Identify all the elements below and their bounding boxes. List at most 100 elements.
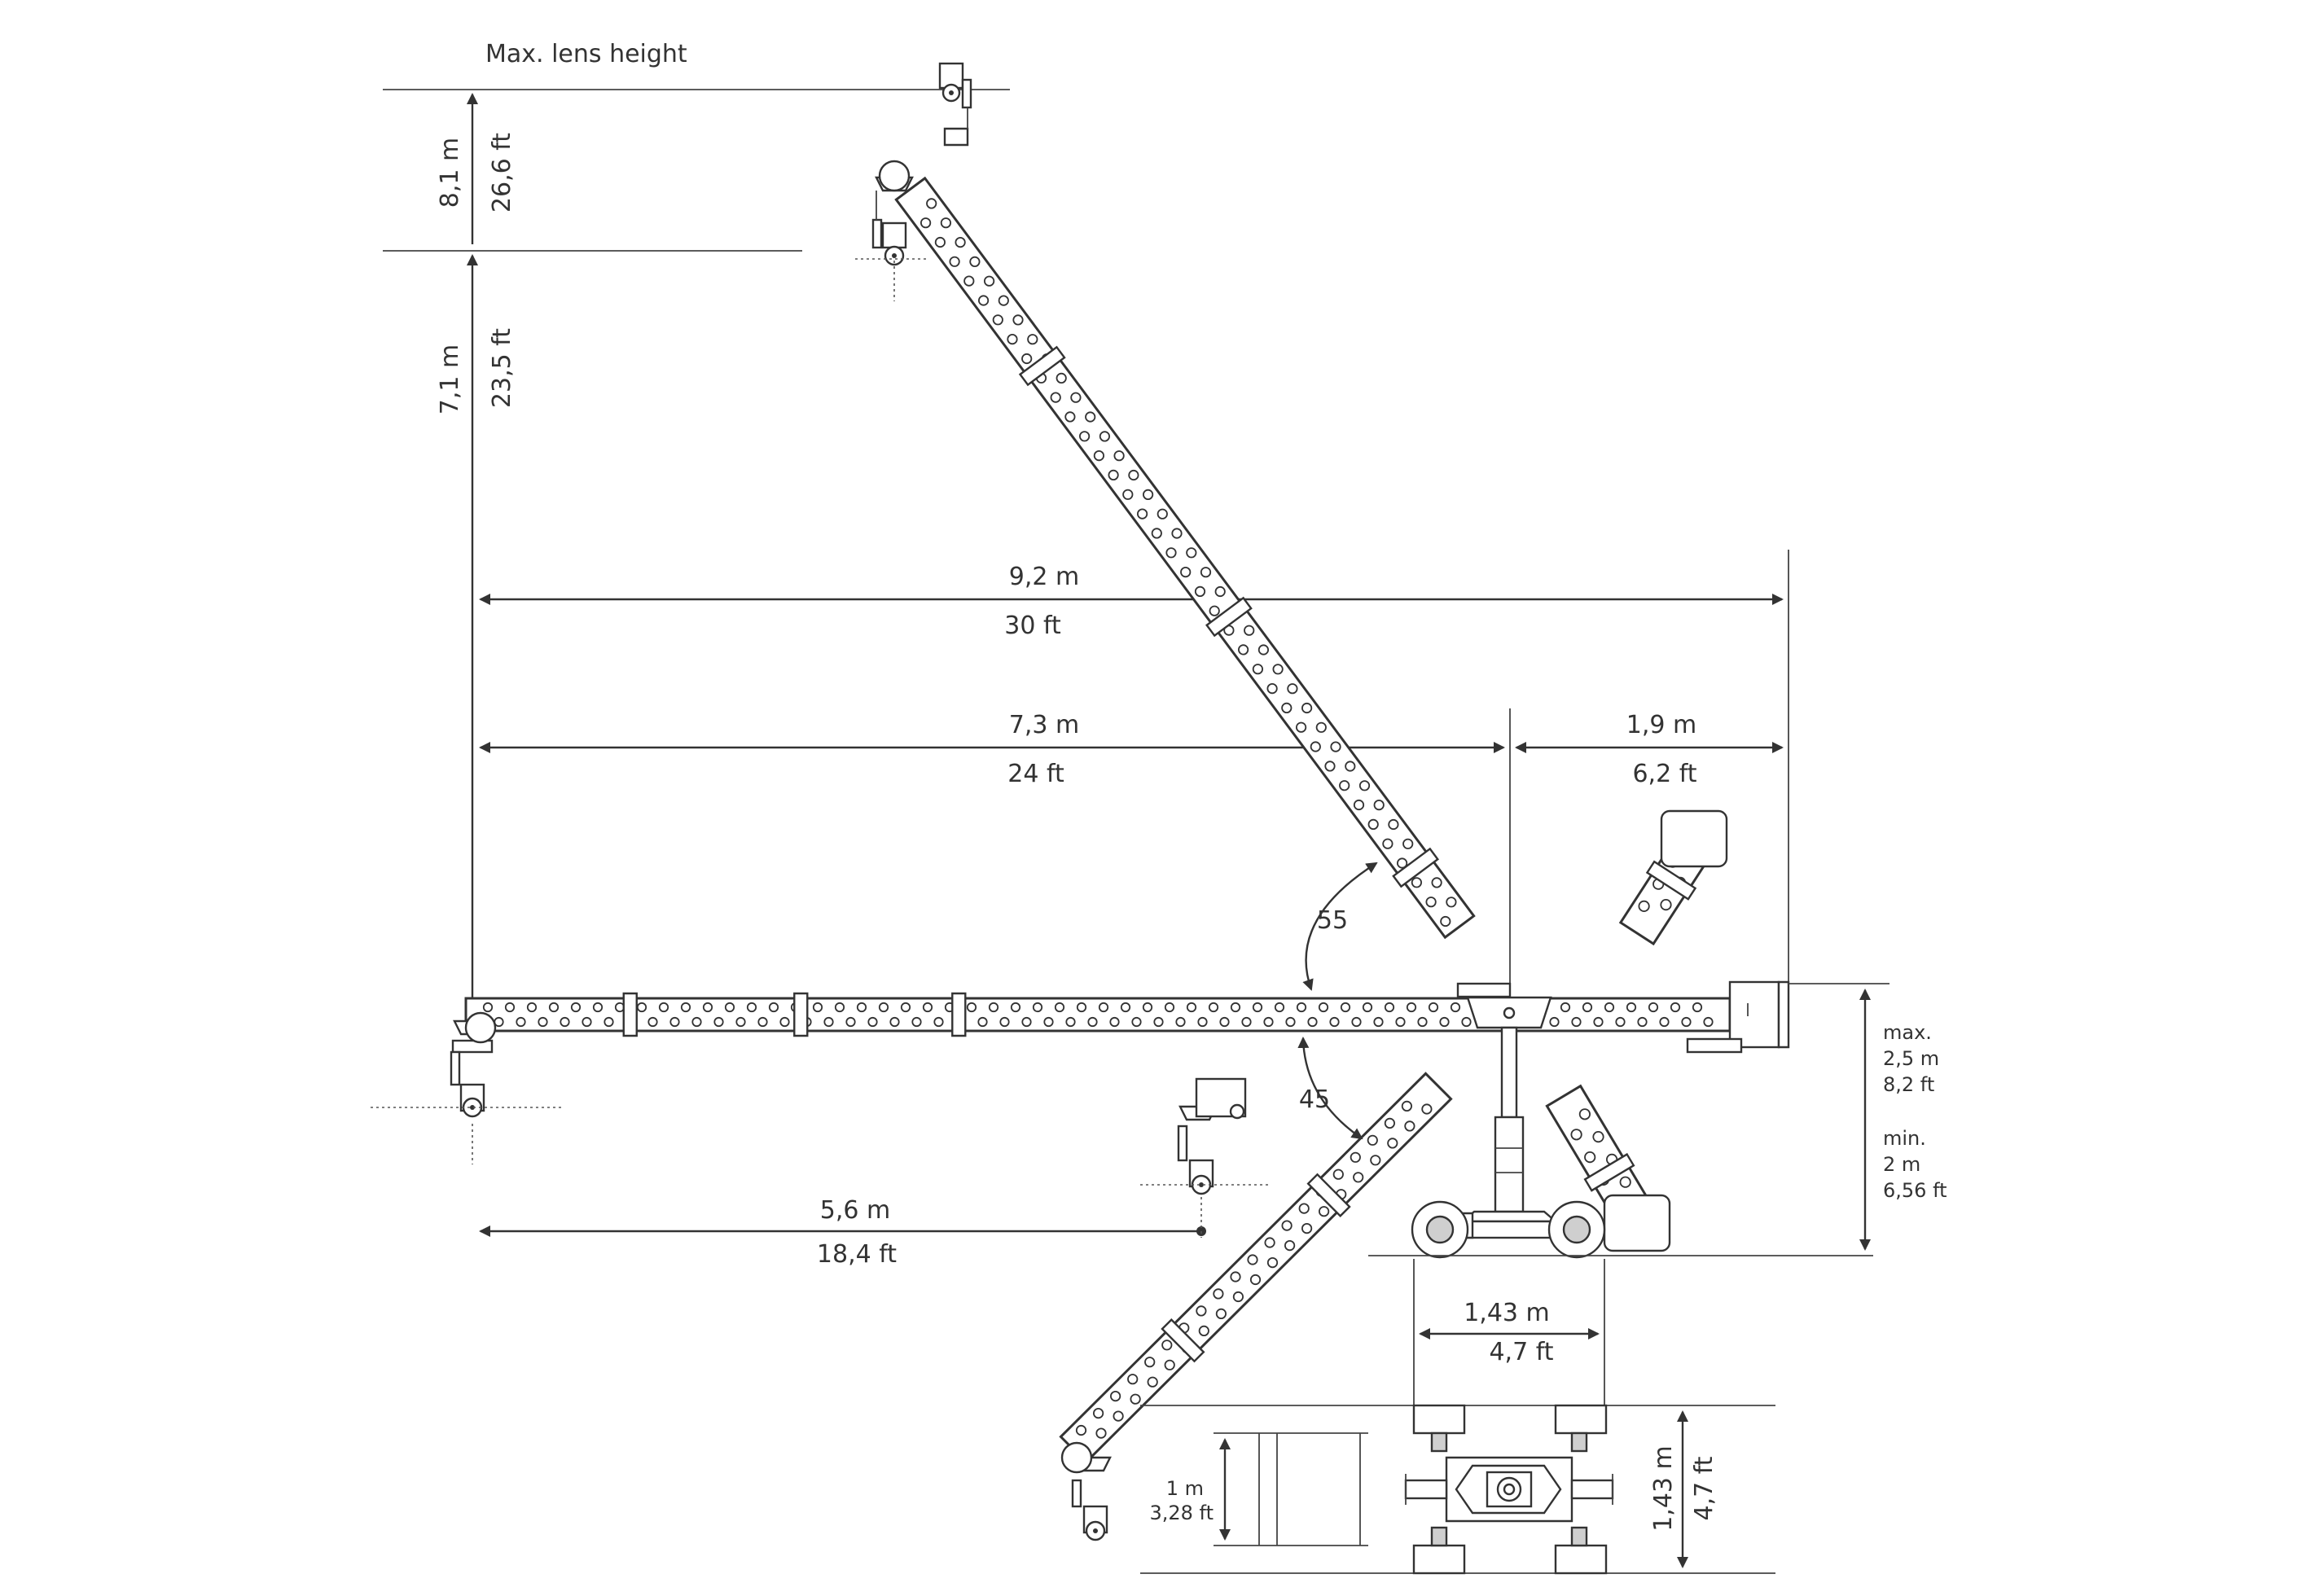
boom-raised-hole [1079,431,1091,442]
boom-horizontal-hole [1615,1016,1626,1028]
boom-horizontal-hole [735,1016,746,1028]
boom-horizontal-hole [1219,1016,1230,1028]
boom-horizontal-hole [1120,1002,1131,1013]
boom-lowered-hole [1284,1240,1296,1252]
boom-horizontal-hole [1186,1002,1197,1013]
boom-horizontal-hole [779,1016,790,1028]
boom-lowered-hole [1384,1117,1396,1129]
boom-raised-hole [1446,897,1457,908]
boom-lowered-hole [1332,1168,1344,1180]
boom-horizontal-hole [812,1002,823,1013]
counterweight-box-horizontal [1728,980,1780,1049]
boom-raised-hole [1200,567,1212,578]
boom-horizontal-collar [622,992,638,1037]
boom-horizontal-hole [845,1016,856,1028]
front-reach-ft: 24 ft [1007,760,1064,788]
low-reach-m: 5,6 m [820,1196,890,1225]
counterweight-bottom-plate [1686,1037,1743,1054]
boom-raised-hole [978,295,990,306]
boom-horizontal-hole [1087,1016,1098,1028]
boom-lowered-hole [1404,1120,1415,1132]
boom-lowered-hole [1161,1340,1173,1351]
boom-lowered-hole [1196,1305,1207,1317]
boom-lowered-hole [1249,1274,1262,1286]
boom-lowered-hole [1130,1393,1141,1405]
boom-horizontal-collar [793,992,809,1037]
boom-lowered-hole [1350,1151,1361,1163]
boom-horizontal-hole [834,1002,845,1013]
boom-raised-tip [878,160,911,192]
wheelbase-m: 1,43 m [1464,1299,1550,1327]
boom-horizontal-hole [691,1016,702,1028]
column-upper [1500,1026,1518,1119]
boom-raised-hole [1021,353,1033,365]
boom-raised-hole [992,314,1003,326]
boom-raised-hole [1085,411,1096,423]
boom-lowered-tip [1060,1441,1093,1474]
cw-down-hole [1570,1129,1582,1141]
top-wheel-fl [1412,1404,1466,1435]
angle-arc-up [1302,862,1378,991]
column-min-ft: 6,56 ft [1883,1179,1947,1202]
boom-horizontal-hole [1164,1002,1175,1013]
angle-down-label: 45 [1299,1085,1330,1114]
pivot-bolt [1503,1006,1516,1019]
boom-horizontal-hole [889,1016,900,1028]
boom-raised-hole [1257,644,1270,656]
cw-down-hole [1592,1131,1604,1143]
boom-horizontal-hole [1417,1016,1428,1028]
boom-raised-hole [963,275,975,287]
boom-raised-hole [1012,314,1024,326]
boom-lowered-hole [1075,1424,1087,1436]
counterweight-boom-lowered [1545,1084,1671,1252]
boom-raised-hole [934,236,946,248]
boom-horizontal-hole [1362,1002,1373,1013]
angle-arc-down [1297,1037,1363,1140]
top-wheel-fr [1554,1404,1608,1435]
boom-raised-hole [1324,761,1336,772]
boom-lowered-hole [1093,1408,1104,1419]
boom-horizontal-hole [1098,1002,1109,1013]
boom-lowered-hole [1387,1138,1398,1149]
cw-up-collar [1645,860,1697,901]
boom-raised-hole [1171,528,1183,539]
boom-raised-hole [1143,489,1154,501]
lower-height-m: 7,1 m [436,344,464,414]
boom-lowered-hole [1281,1220,1293,1231]
boom-horizontal-hole [1626,1002,1637,1013]
boom-horizontal-hole [1428,1002,1439,1013]
boom-horizontal-hole [592,1002,603,1013]
boom-raised-hole [1358,780,1371,791]
arm-dimension: 1 m 3,28 ft [1149,1438,1231,1541]
cw-down-hole [1619,1176,1631,1188]
boom-raised-hole [1440,915,1451,927]
column-height-dimension: max. 2,5 m 8,2 ft min. 2 m 6,56 ft [1789,983,1947,1251]
boom-horizontal-hole [1373,1016,1384,1028]
boom-raised-hole [1330,741,1341,752]
wheel-right-hub [1562,1215,1591,1244]
boom-horizontal-hole [757,1016,768,1028]
boom-lowered-hole [1266,1257,1279,1269]
height-dimension-group: Max. lens height 8,1 m 26,6 ft 7,1 m 23,… [383,40,1010,998]
dolly-top-view [1140,1404,1775,1575]
boom-horizontal-hole [1043,1016,1054,1028]
max-lens-height-title: Max. lens height [485,40,687,68]
boom-horizontal-hole [1703,1016,1714,1028]
boom-raised-hole [1186,547,1197,559]
boom-horizontal-hole [560,1016,570,1028]
total-reach-m: 9,2 m [1009,563,1079,591]
cw-up-box [1660,809,1728,868]
boom-lowered-hole [1215,1308,1227,1320]
boom-lowered-hole [1198,1325,1209,1337]
boom-raised-hole [998,295,1009,306]
camera-head-side [1177,1077,1247,1195]
boom-raised-hole [1137,508,1148,520]
boom-horizontal-hole [1032,1002,1043,1013]
boom-horizontal-hole [1560,1002,1571,1013]
track-dimension: 1,43 m 4,7 ft [1649,1410,1718,1568]
boom-raised-hole [926,198,937,209]
boom-lowered-hole [1401,1100,1413,1112]
boom-horizontal-hole [1461,1016,1472,1028]
boom-horizontal-hole [922,1002,933,1013]
boom-raised-hole [1194,585,1206,598]
